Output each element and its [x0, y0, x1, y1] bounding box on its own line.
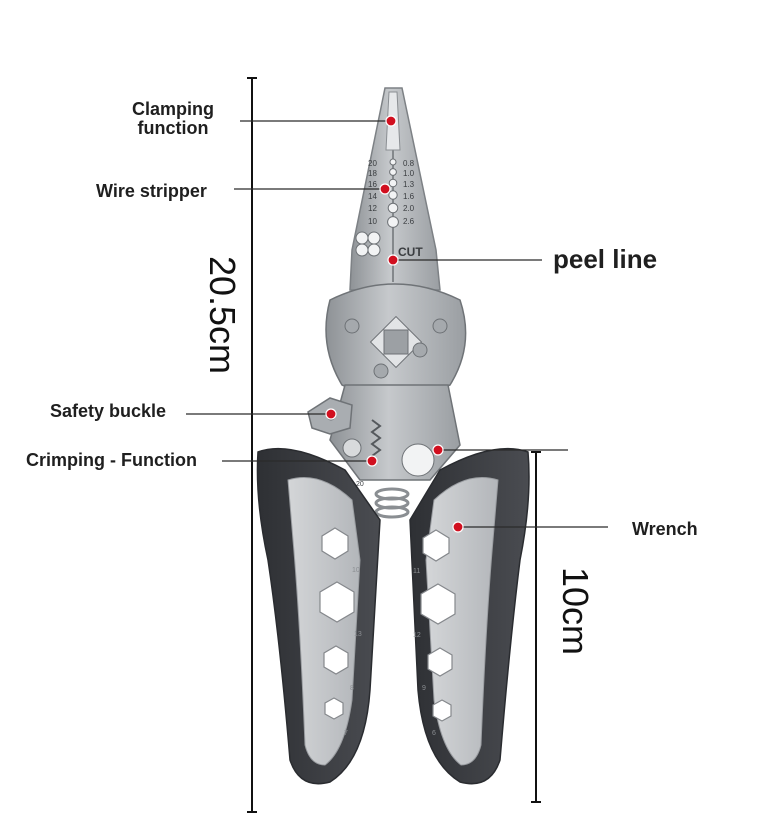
hex-size-mark: 7: [344, 730, 348, 737]
dimension-total: [247, 77, 257, 813]
marker-wire-stripper: [379, 183, 391, 195]
awg-marking: 14: [368, 192, 377, 201]
clamping-function-label: Clamping function: [132, 100, 214, 138]
safety-buckle-label: Safety buckle: [50, 401, 167, 421]
marker-crimping: [366, 455, 378, 467]
hex-size-mark: 8: [350, 685, 354, 692]
mm-marking: 2.0: [403, 204, 415, 213]
left-handle: [256, 447, 381, 785]
crimp-mark: 20: [356, 481, 364, 488]
hex-holes-right: [420, 529, 456, 722]
marker-peel-line: [387, 254, 399, 266]
awg-marking: 18: [368, 169, 377, 178]
peel-line-label: peel line: [553, 244, 658, 274]
wire-stripper-label: Wire stripper: [96, 181, 207, 201]
marker-safety-buckle: [325, 408, 337, 420]
right-handle: [409, 447, 530, 785]
tool-markings: 20 18 16 14 12 10 0.8 1.0 1.3 1.6 2.0 2.…: [344, 159, 436, 737]
pliers-neck: [329, 384, 461, 481]
hex-size-mark: 12: [413, 632, 421, 639]
hex-size-mark: 10: [352, 567, 360, 574]
mm-marking: 0.8: [403, 159, 415, 168]
spring: [374, 487, 410, 519]
marker-clamping: [385, 115, 397, 127]
pivot-plate: [325, 283, 467, 398]
marker-cut-slot: [432, 444, 444, 456]
clamping-label-line2: function: [137, 117, 209, 138]
hex-size-mark: 13: [354, 631, 362, 638]
cut-marking: CUT: [398, 245, 423, 259]
awg-marking: 12: [368, 204, 377, 213]
mm-marking: 2.6: [403, 217, 415, 226]
hex-size-mark: 11: [413, 568, 420, 575]
crimping-function-label: Crimping - Function: [26, 450, 197, 470]
annotation-markers: [325, 115, 464, 533]
hex-holes-left: [319, 527, 355, 720]
wrench-label: Wrench: [632, 519, 698, 539]
total-length-label: 20.5cm: [202, 255, 243, 375]
dimension-handle: [531, 451, 541, 803]
pliers-jaw: [349, 87, 441, 291]
leader-lines: [186, 120, 608, 528]
mm-marking: 1.3: [403, 180, 415, 189]
stripper-holes: [387, 158, 399, 228]
mm-marking: 1.6: [403, 192, 415, 201]
clamping-label-line1: Clamping: [132, 99, 215, 119]
marker-wrench: [452, 521, 464, 533]
awg-marking: 20: [368, 159, 377, 168]
awg-marking: 10: [368, 217, 377, 226]
hex-size-mark: 6: [432, 730, 436, 737]
mm-marking: 1.0: [403, 169, 415, 178]
awg-marking: 16: [368, 180, 377, 189]
handle-length-label: 10cm: [555, 566, 596, 656]
clover-cutout-icon: [355, 231, 381, 257]
hex-size-mark: 9: [422, 685, 426, 692]
